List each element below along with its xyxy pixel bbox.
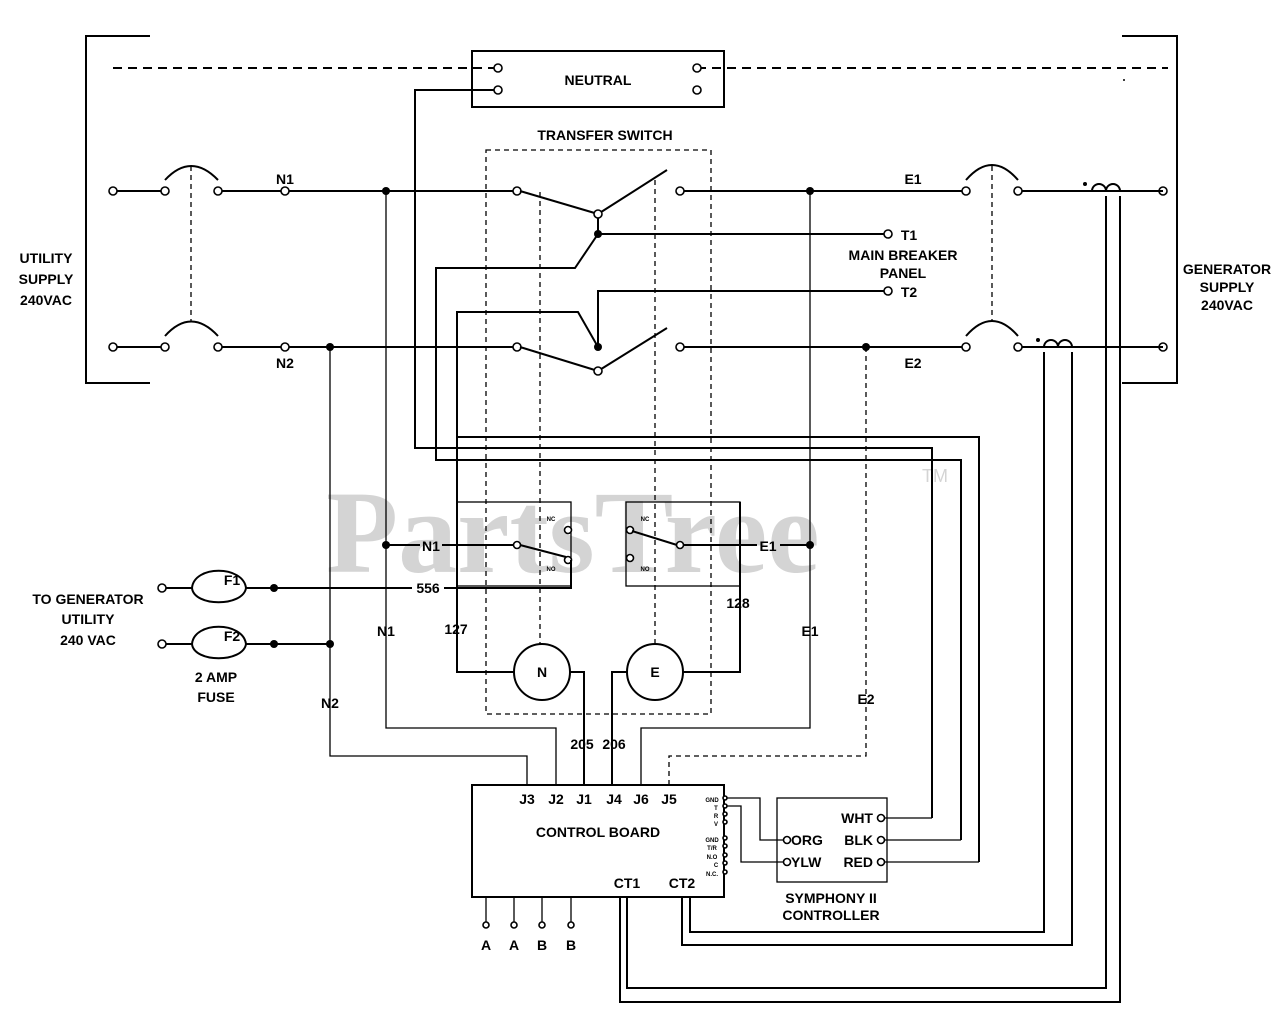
jack-j6: J6 [633,791,649,807]
control-board-label: CONTROL BOARD [536,824,660,840]
svg-text:MAIN BREAKER: MAIN BREAKER [849,247,958,263]
svg-text:NO: NO [641,567,650,573]
svg-text:240VAC: 240VAC [20,292,72,308]
e2-wire-label: E2 [857,691,874,707]
bottom-terminals: A A B B [481,897,576,953]
ct-wiring [619,196,1121,1003]
svg-text:C: C [714,863,719,869]
f2-label: F2 [224,628,241,644]
symphony-org: ORG [791,832,823,848]
f1-label: F1 [224,572,241,588]
svg-text:V: V [714,822,718,828]
fuse-label: 2 AMP FUSE [195,669,237,705]
svg-text:CONTROLLER: CONTROLLER [782,907,879,923]
svg-text:NO: NO [547,567,556,573]
t1-label: T1 [901,227,918,243]
svg-text:GND: GND [705,798,719,804]
generator-breaker [961,164,1168,352]
svg-text:GENERATOR: GENERATOR [1183,261,1271,277]
svg-text:B: B [566,937,576,953]
watermark-tm: TM [922,466,948,486]
power-lines: N1 N2 E1 E2 [222,171,962,371]
svg-text:FUSE: FUSE [197,689,234,705]
t2-label: T2 [901,284,918,300]
e2-top-label: E2 [904,355,921,371]
svg-text:UTILITY: UTILITY [62,611,116,627]
svg-text:SUPPLY: SUPPLY [1200,279,1255,295]
n1-top-label: N1 [276,171,294,187]
jack-j1: J1 [576,791,592,807]
jack-j4: J4 [606,791,622,807]
svg-text:PANEL: PANEL [880,265,927,281]
e1-wire-label: E1 [801,623,818,639]
enclosure-right [1122,35,1178,384]
svg-text:240 VAC: 240 VAC [60,632,116,648]
svg-text:2 AMP: 2 AMP [195,669,237,685]
symphony-wht: WHT [841,810,873,826]
svg-text:N.O: N.O [707,855,718,861]
svg-text:SUPPLY: SUPPLY [19,271,74,287]
svg-text:GND: GND [705,838,719,844]
symphony-red: RED [843,854,873,870]
utility-supply-label: UTILITY SUPPLY 240VAC [19,250,74,308]
symphony-controller: ORG YLW WHT BLK RED SYMPHONY II CONTROLL… [727,797,979,923]
n1-wire-label: N1 [377,623,395,639]
svg-text:T/R: T/R [707,846,717,852]
watermark: PartsTree [326,467,820,598]
motor-e-label: E [650,664,659,680]
svg-text:TO GENERATOR: TO GENERATOR [32,591,143,607]
n2-top-label: N2 [276,355,294,371]
svg-text:T: T [714,806,718,812]
sense-wires: N1 N2 E1 E2 [321,191,875,785]
symphony-ylw: YLW [791,854,822,870]
w556-label: 556 [416,580,440,596]
neutral-label: NEUTRAL [565,72,632,88]
w128-label: 128 [726,595,750,611]
to-generator-utility-label: TO GENERATOR UTILITY 240 VAC [32,591,143,648]
enclosure-left [85,35,150,384]
motor-n-label: N [537,664,547,680]
jack-j5: J5 [661,791,677,807]
svg-text:NC: NC [641,517,650,523]
main-breaker-panel-label: MAIN BREAKER PANEL [849,247,958,281]
n1-relay-label: N1 [422,538,440,554]
w127-label: 127 [444,621,468,637]
e1-relay-label: E1 [759,538,776,554]
svg-text:B: B [537,937,547,953]
fuses: F1 F2 556 [157,560,572,660]
svg-text:A: A [481,937,491,953]
transfer-switch-label: TRANSFER SWITCH [537,127,672,143]
n2-wire-label: N2 [321,695,339,711]
svg-text:A: A [509,937,519,953]
utility-breaker [108,165,223,352]
ct1-label: CT1 [614,875,641,891]
svg-text:NC: NC [547,517,556,523]
svg-text:R: R [714,814,719,820]
svg-text:N.C.: N.C. [706,872,718,878]
e1-top-label: E1 [904,171,921,187]
svg-text:UTILITY: UTILITY [20,250,74,266]
w205-label: 205 [570,736,594,752]
neutral-block: NEUTRAL [471,50,725,108]
svg-text:SYMPHONY II: SYMPHONY II [785,890,877,906]
generator-supply-label: GENERATOR SUPPLY 240VAC [1183,261,1271,313]
svg-text:240VAC: 240VAC [1201,297,1253,313]
control-board: CONTROL BOARD J3 J2 J1 J4 J6 J5 CT1 CT2 … [471,784,728,898]
ct2-label: CT2 [669,875,696,891]
w206-label: 206 [602,736,626,752]
jack-j3: J3 [519,791,535,807]
motors: N E 127 128 205 206 [444,312,750,785]
symphony-blk: BLK [844,832,873,848]
jack-j2: J2 [548,791,564,807]
